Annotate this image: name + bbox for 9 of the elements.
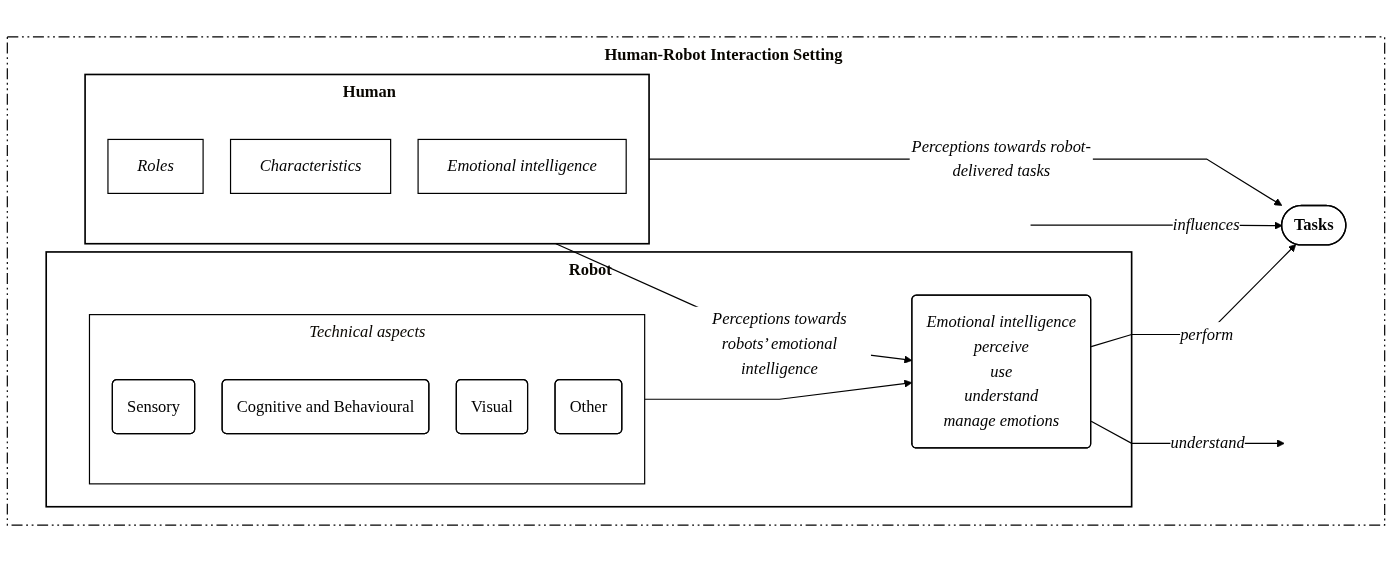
- edge-label: influences: [1172, 215, 1240, 234]
- edge-label: understand: [1170, 433, 1245, 453]
- edge-label: Perceptions towards robot-delivered tasks: [911, 137, 1091, 181]
- edge-label: perform: [1180, 324, 1234, 344]
- arrow: [1090, 244, 1297, 348]
- node-box: Emotional intelligence: [417, 138, 627, 194]
- node-box: Characteristics: [229, 138, 392, 194]
- edge-label: Perceptions towards robots’ emotional intelligence: [712, 309, 847, 378]
- node-box: Roles: [107, 138, 204, 194]
